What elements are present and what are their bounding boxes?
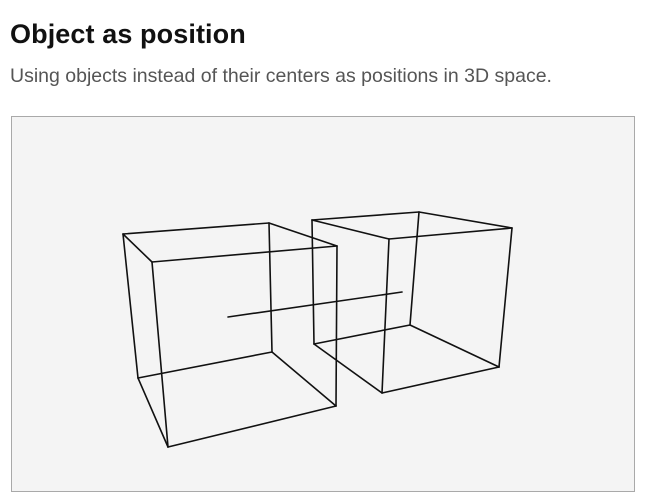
right-cube xyxy=(311,211,513,394)
example-description: Using objects instead of their centers a… xyxy=(10,65,552,87)
left-cube xyxy=(122,222,338,448)
3d-canvas[interactable] xyxy=(11,116,635,492)
example-title: Object as position xyxy=(10,19,246,49)
3d-scene xyxy=(122,211,513,448)
position-connector-line xyxy=(227,291,403,318)
